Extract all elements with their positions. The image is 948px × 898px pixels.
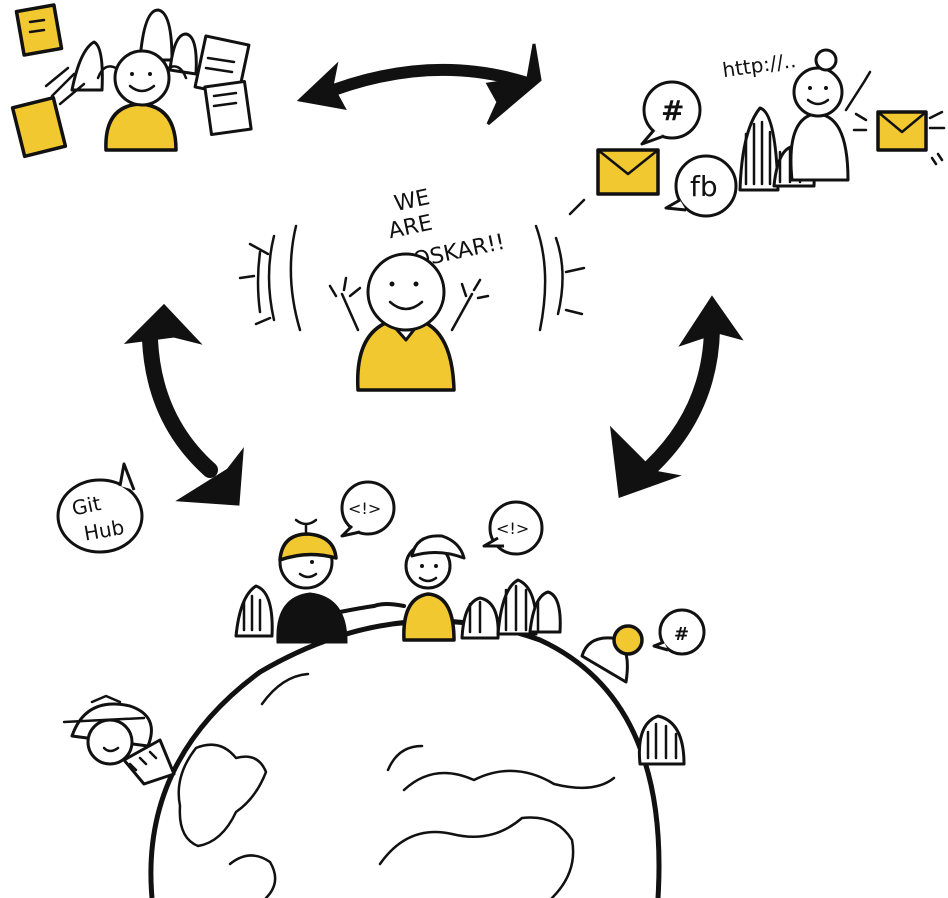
globe-people-group: <!> <!> # — [62, 480, 706, 786]
code-bubble-left-text: <!> — [348, 499, 381, 518]
person-body — [104, 102, 178, 152]
github-text-line-1: Git — [70, 491, 103, 521]
fb-text: fb — [690, 170, 718, 203]
left-swap-arrow-icon — [123, 303, 244, 506]
person-head — [86, 718, 134, 766]
person-body — [402, 592, 456, 642]
swap-arrow-icon — [296, 43, 542, 126]
person-head — [366, 252, 446, 332]
small-bubble-hash-text: # — [674, 624, 689, 645]
right-swap-arrow-icon — [609, 295, 744, 499]
code-bubble-right-text: <!> — [496, 519, 529, 538]
documents-person-group — [10, 3, 253, 159]
url-text: http://.. — [721, 48, 798, 82]
cheering-person-group: WE ARE OSKAR!! — [238, 185, 586, 392]
fb-speech-bubble-icon — [674, 154, 738, 218]
hash-speech-bubble-icon — [642, 80, 702, 140]
paper-sheet-icon — [203, 79, 253, 137]
hash-text: # — [661, 94, 684, 127]
person-head — [113, 49, 171, 107]
person-head — [792, 66, 844, 118]
web-social-group: http://.. # fb — [596, 48, 946, 218]
person-body — [276, 592, 348, 644]
code-speech-bubble-icon — [488, 500, 544, 556]
globe-icon — [148, 618, 662, 898]
shout-line-2: ARE — [386, 211, 434, 245]
code-speech-bubble-icon — [340, 480, 396, 536]
yellow-note-icon — [10, 95, 68, 159]
github-speech-bubble-icon: Git Hub — [56, 462, 144, 554]
hash-speech-bubble-icon — [658, 608, 706, 656]
